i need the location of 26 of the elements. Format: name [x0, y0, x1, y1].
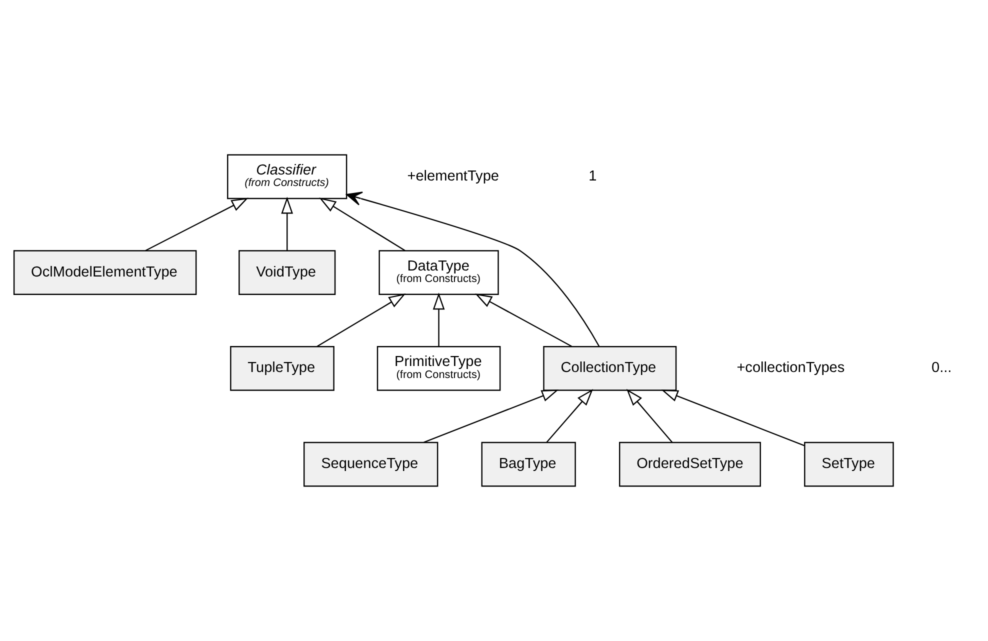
node-box: PrimitiveType (from Constructs) [376, 346, 501, 391]
node-box: VoidType [238, 250, 336, 296]
label: 0... [931, 360, 952, 376]
label: +elementType [407, 168, 500, 184]
node-box: SequenceType [303, 442, 438, 487]
node-box: BagType [481, 442, 576, 487]
arrow [316, 294, 406, 347]
node-box: TupleType [230, 346, 334, 391]
node-box: CollectionType [543, 346, 677, 391]
arrow [346, 192, 600, 347]
node-box: Classifier (from Constructs) [227, 154, 348, 200]
node-box: OrderedSetType [619, 442, 761, 487]
node-box: SetType [804, 442, 894, 487]
arrow [319, 198, 406, 252]
arrow [475, 294, 572, 348]
arrow [432, 292, 445, 346]
node-box: OclModelElementType [13, 250, 197, 296]
arrow [546, 388, 594, 443]
label: +collectionTypes [736, 360, 845, 376]
arrow [145, 198, 248, 252]
arrow [661, 390, 805, 446]
arrow [626, 388, 673, 443]
arrow [281, 196, 294, 251]
arrow [424, 390, 559, 443]
label: 1 [588, 168, 597, 184]
node-box: DataType (from Constructs) [378, 250, 499, 296]
